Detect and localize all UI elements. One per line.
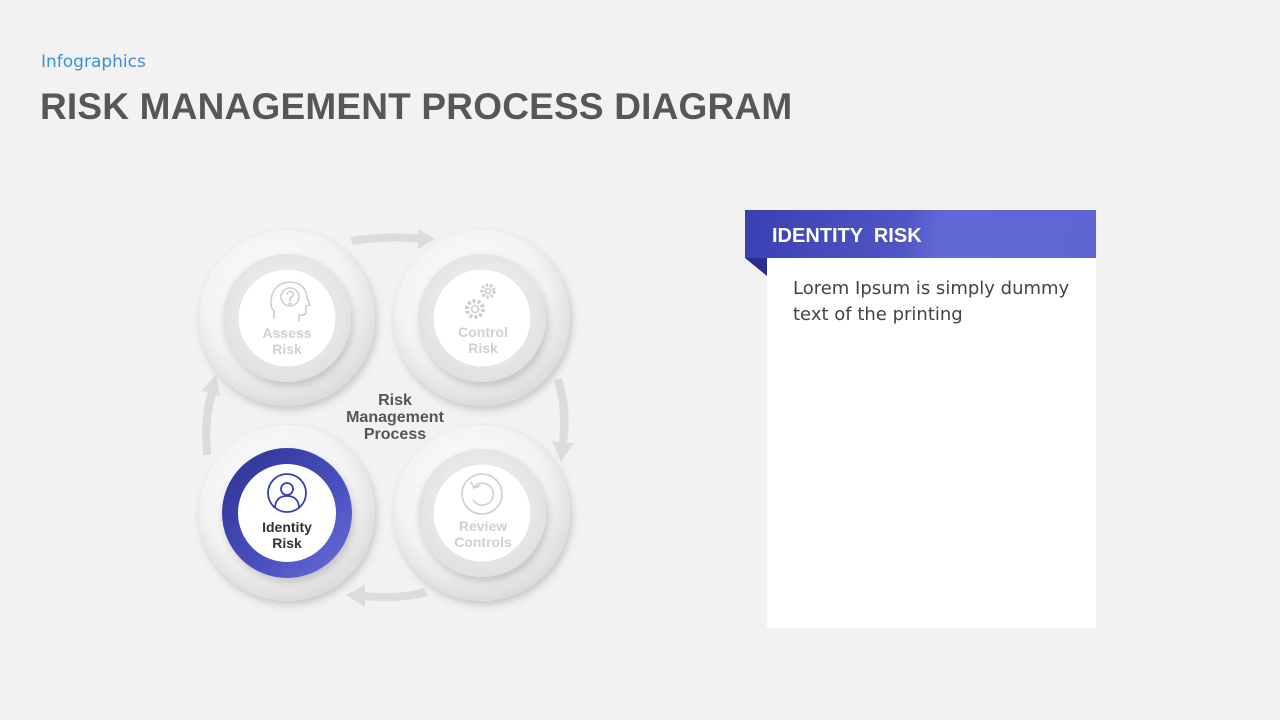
- node-label-line: Risk: [272, 535, 302, 551]
- node-label-line: Review: [458, 518, 508, 534]
- risk-process-diagram: Assess Risk Control Risk Review Controls…: [190, 215, 590, 615]
- node-label-line: Assess: [262, 325, 312, 341]
- node-assess-risk[interactable]: [199, 230, 375, 406]
- detail-panel-title: IDENTITY RISK: [772, 225, 922, 247]
- panel-fold-decoration: [745, 258, 767, 276]
- node-label-line: Risk: [272, 341, 302, 357]
- node-label-assess-risk: Assess Risk: [237, 325, 337, 357]
- diagram-graphics: [199, 229, 574, 607]
- node-label-control-risk: Control Risk: [433, 324, 533, 356]
- center-label-line: Risk: [378, 392, 412, 409]
- center-label-line: Management: [346, 409, 444, 426]
- node-label-line: Identity: [262, 519, 312, 535]
- arrow-right: [552, 378, 574, 462]
- gears-icon: [465, 283, 496, 319]
- node-label-line: Risk: [468, 340, 498, 356]
- node-review-controls[interactable]: [394, 425, 570, 601]
- arrow-left: [201, 375, 220, 455]
- diagram-center-label: Risk Management Process: [335, 392, 455, 443]
- node-label-review-controls: Review Controls: [433, 518, 533, 550]
- node-identity-risk[interactable]: [199, 425, 375, 601]
- refresh-icon: [461, 473, 503, 515]
- node-label-identity-risk: Identity Risk: [237, 519, 337, 551]
- cycle-arrows: [201, 229, 574, 607]
- arrow-top: [350, 229, 435, 249]
- center-label-line: Process: [363, 426, 427, 443]
- user-icon: [267, 473, 307, 513]
- head-question-icon: [270, 281, 312, 322]
- page-subtitle: Infographics: [41, 52, 146, 72]
- node-label-line: Control: [458, 324, 508, 340]
- page-title: RISK MANAGEMENT PROCESS DIAGRAM: [40, 86, 793, 127]
- detail-panel-text: Lorem Ipsum is simply dummy text of the …: [793, 278, 1070, 325]
- node-label-line: Controls: [454, 534, 512, 550]
- detail-panel: [767, 258, 1096, 628]
- node-control-risk[interactable]: [394, 230, 570, 406]
- detail-panel-header: [745, 210, 1096, 258]
- arrow-bottom: [346, 585, 428, 607]
